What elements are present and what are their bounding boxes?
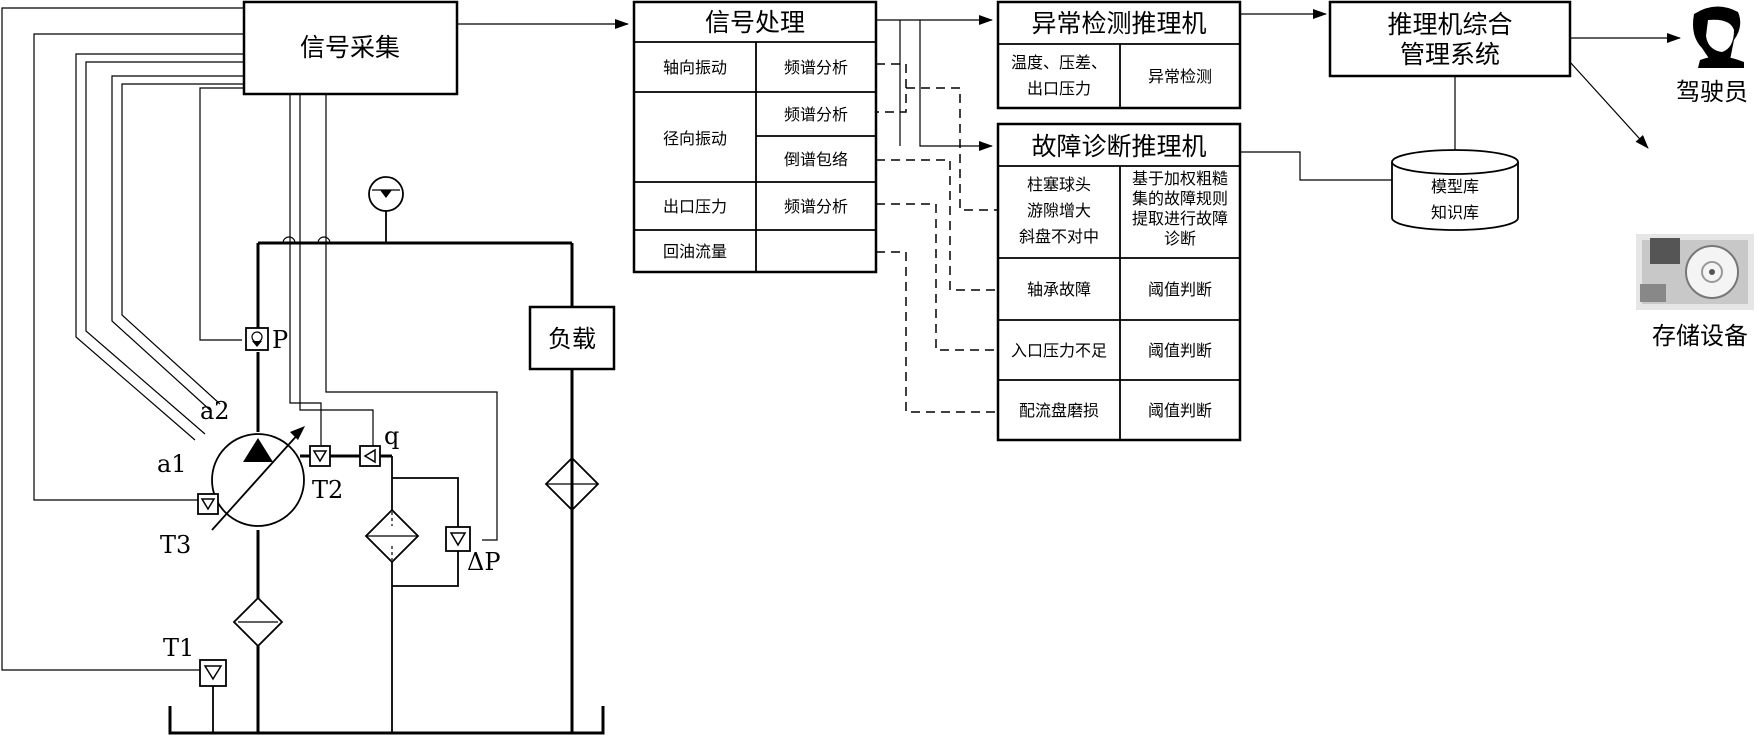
management-system-box: 推理机综合 管理系统 [1328,0,1572,78]
fault-method-line: 阈值判断 [1148,280,1212,299]
pump-symbol [211,426,305,531]
pressure-line [256,236,574,733]
fault-line: 斜盘不对中 [1019,227,1099,246]
processing-to-engines [876,15,993,151]
signal-acquisition-label: 信号采集 [300,33,400,62]
fault-line: 配流盘磨损 [1019,401,1099,420]
anomaly-input-line: 出口压力 [1027,79,1091,98]
temperature-sensor-T2: T2 [309,445,343,504]
storage-device-icon [1636,234,1754,310]
temperature-sensor-T3: T3 [160,493,219,559]
driver-icon [1693,6,1744,68]
signal-wires [1,7,498,671]
suction-filter [232,596,284,648]
fault-method-line: 阈值判断 [1148,401,1212,420]
fault-engine-title: 故障诊断推理机 [1031,132,1206,161]
to-storage-arrow [1569,61,1649,149]
sp-method: 频谱分析 [784,105,848,124]
flow-sensor-q: q [359,422,399,467]
sp-signal: 径向振动 [663,129,727,148]
fault-method-line: 基于加权粗糙 [1132,169,1228,188]
database-line: 模型库 [1431,177,1479,196]
sp-method: 频谱分析 [784,197,848,216]
fault-diagnosis-engine: 故障诊断推理机 柱塞球头 游隙增大 斜盘不对中 基于加权粗糙 集的故障规则 提取… [996,122,1242,442]
oil-tank [168,706,605,735]
sensor-label-dP: ΔP [467,548,500,576]
load-filter [544,456,600,512]
management-line: 管理系统 [1400,40,1500,69]
fault-method-line: 阈值判断 [1148,341,1212,360]
sensor-label-T1: T1 [163,634,194,662]
storage-label: 存储设备 [1652,322,1748,350]
driver-label: 驾驶员 [1676,78,1748,106]
sensor-label-q: q [384,422,399,450]
anomaly-input-line: 温度、压差、 [1011,53,1107,72]
sensor-label-T3: T3 [160,531,191,559]
fault-method-line: 集的故障规则 [1132,189,1228,208]
sp-signal: 出口压力 [663,197,727,216]
fault-line: 入口压力不足 [1011,341,1107,360]
signal-processing-table: 信号处理 轴向振动 频谱分析 径向振动 频谱分析 倒谱包络 出口压力 频谱分析 … [632,0,878,274]
fault-method-line: 提取进行故障 [1132,209,1228,228]
sensor-label-T2: T2 [312,476,343,504]
signal-acquisition-box [242,0,459,96]
fault-line: 柱塞球头 [1027,175,1091,194]
sensor-label-a2: a2 [200,397,230,425]
return-filter-branch: ΔP [364,456,500,733]
fault-line: 游隙增大 [1027,201,1091,220]
sp-method: 频谱分析 [784,58,848,77]
fault-method-line: 诊断 [1164,229,1196,248]
temperature-sensor-T1: T1 [163,634,227,733]
anomaly-engine-title: 异常检测推理机 [1031,9,1206,38]
sp-signal: 回油流量 [663,242,727,261]
model-knowledge-database: 模型库 知识库 [1391,149,1519,231]
load-box: 负载 [528,305,616,371]
sp-signal: 轴向振动 [663,58,727,77]
database-line: 知识库 [1431,203,1479,222]
management-line: 推理机综合 [1387,10,1512,39]
pressure-gauge [368,176,404,243]
sensor-label-a1: a1 [157,450,187,478]
pressure-sensor-P: P [245,326,288,354]
load-label: 负载 [548,325,596,353]
anomaly-detection-engine: 异常检测推理机 温度、压差、 出口压力 异常检测 [996,0,1242,110]
signal-processing-title: 信号处理 [705,8,805,37]
sp-method: 倒谱包络 [784,150,848,169]
sensor-label-P: P [272,326,288,354]
fault-line: 轴承故障 [1027,280,1091,299]
anomaly-method: 异常检测 [1148,67,1212,86]
fault-to-database-line [1240,151,1392,181]
dashed-connections [876,63,1000,413]
